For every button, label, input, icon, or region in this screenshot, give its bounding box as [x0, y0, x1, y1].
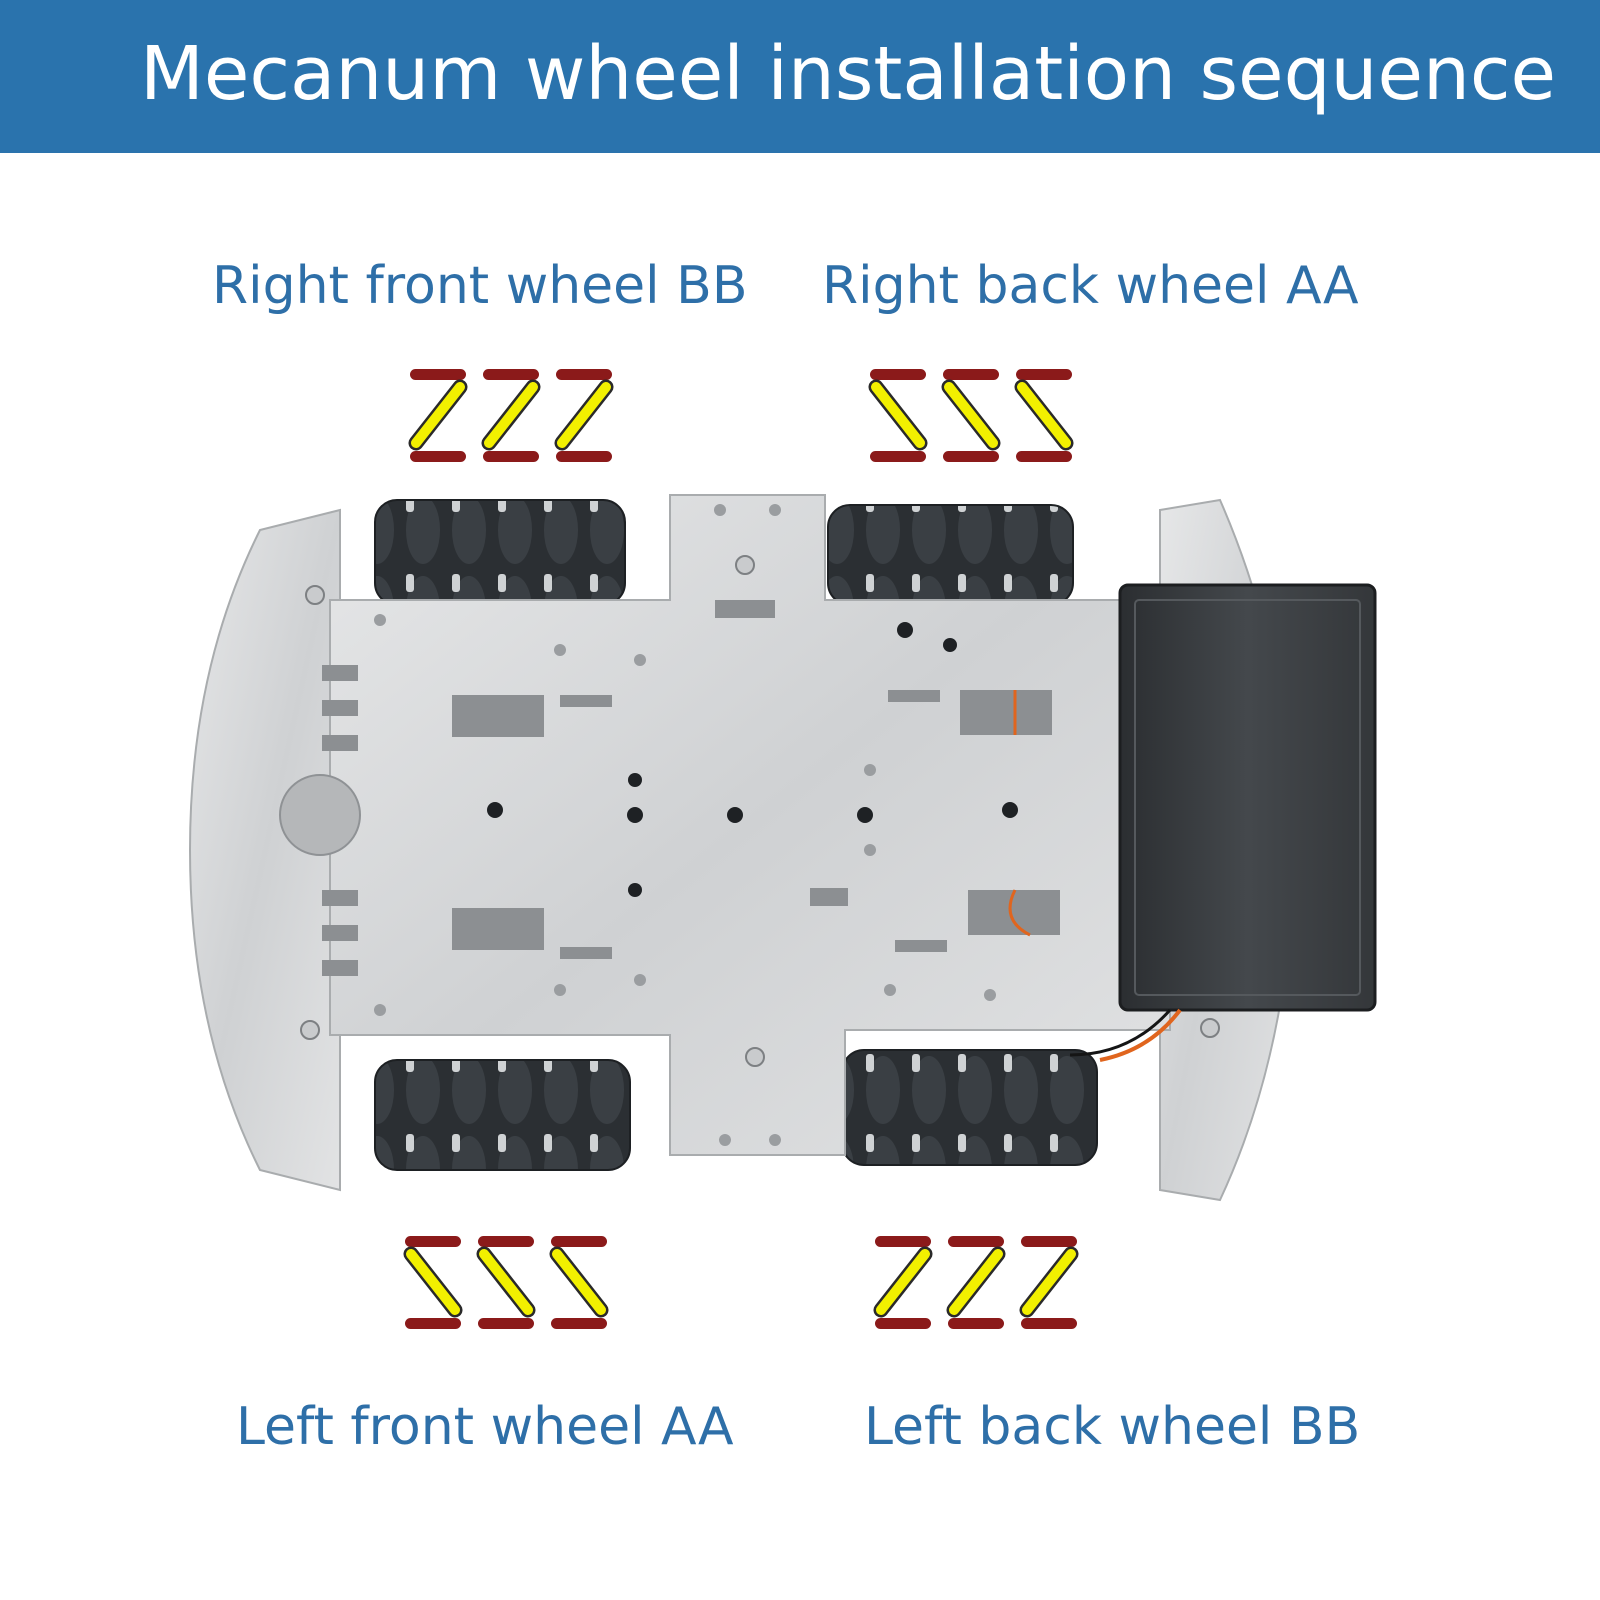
left-back-wheel-label: Left back wheel BB: [864, 1397, 1361, 1457]
roller: [479, 1249, 533, 1315]
roller-bar: [1021, 1236, 1077, 1247]
roller: [552, 1249, 606, 1315]
roller-bar: [410, 451, 466, 462]
roller-bar: [870, 369, 926, 380]
roller: [876, 1249, 930, 1315]
roller-bar: [410, 369, 466, 380]
roller-bar: [405, 1236, 461, 1247]
left-front-roller-pattern-icon: [403, 1236, 609, 1329]
battery-wire-black: [1069, 1009, 1172, 1057]
wheel-right-back: [827, 504, 1074, 606]
roller: [557, 382, 611, 448]
roller-bar: [478, 1318, 534, 1329]
wheel-left-back: [841, 1049, 1098, 1166]
roller-bar: [556, 451, 612, 462]
left-back-roller-pattern-icon: [873, 1236, 1079, 1329]
roller-bar: [1016, 451, 1072, 462]
roller-bar: [478, 1236, 534, 1247]
roller-bar: [943, 369, 999, 380]
right-front-wheel-label: Right front wheel BB: [212, 256, 748, 316]
roller-bar: [875, 1318, 931, 1329]
roller-bar: [948, 1236, 1004, 1247]
roller: [944, 382, 998, 448]
roller: [484, 382, 538, 448]
roller-bar: [483, 451, 539, 462]
roller: [1022, 1249, 1076, 1315]
roller-bar: [1016, 369, 1072, 380]
motor-wire-red-2: [1008, 889, 1031, 937]
page-title: Mecanum wheel installation sequence: [140, 31, 1557, 117]
roller-bar: [943, 451, 999, 462]
roller-bar: [1021, 1318, 1077, 1329]
roller-bar: [551, 1236, 607, 1247]
chassis-left-wing: [188, 508, 341, 1192]
roller-bar: [870, 451, 926, 462]
right-back-wheel-label: Right back wheel AA: [822, 256, 1359, 316]
roller-bar: [483, 369, 539, 380]
battery-box: [1118, 583, 1377, 1012]
roller-bar: [556, 369, 612, 380]
robot-chassis-illustration: [188, 494, 1377, 1202]
battery-wire-red: [1099, 1008, 1182, 1062]
header-banner: Mecanum wheel installation sequence: [0, 0, 1600, 153]
roller: [871, 382, 925, 448]
roller-bar: [551, 1318, 607, 1329]
roller-bar: [875, 1236, 931, 1247]
right-back-roller-pattern-icon: [868, 369, 1074, 462]
roller: [1017, 382, 1071, 448]
chassis-round-hole: [279, 774, 361, 856]
roller-bar: [405, 1318, 461, 1329]
roller: [949, 1249, 1003, 1315]
wheel-left-front: [374, 1059, 631, 1171]
roller: [411, 382, 465, 448]
left-front-wheel-label: Left front wheel AA: [236, 1397, 734, 1457]
wheel-right-front: [374, 499, 626, 606]
right-front-roller-pattern-icon: [408, 369, 614, 462]
chassis-main-plate: [329, 494, 1171, 1156]
roller: [406, 1249, 460, 1315]
roller-bar: [948, 1318, 1004, 1329]
